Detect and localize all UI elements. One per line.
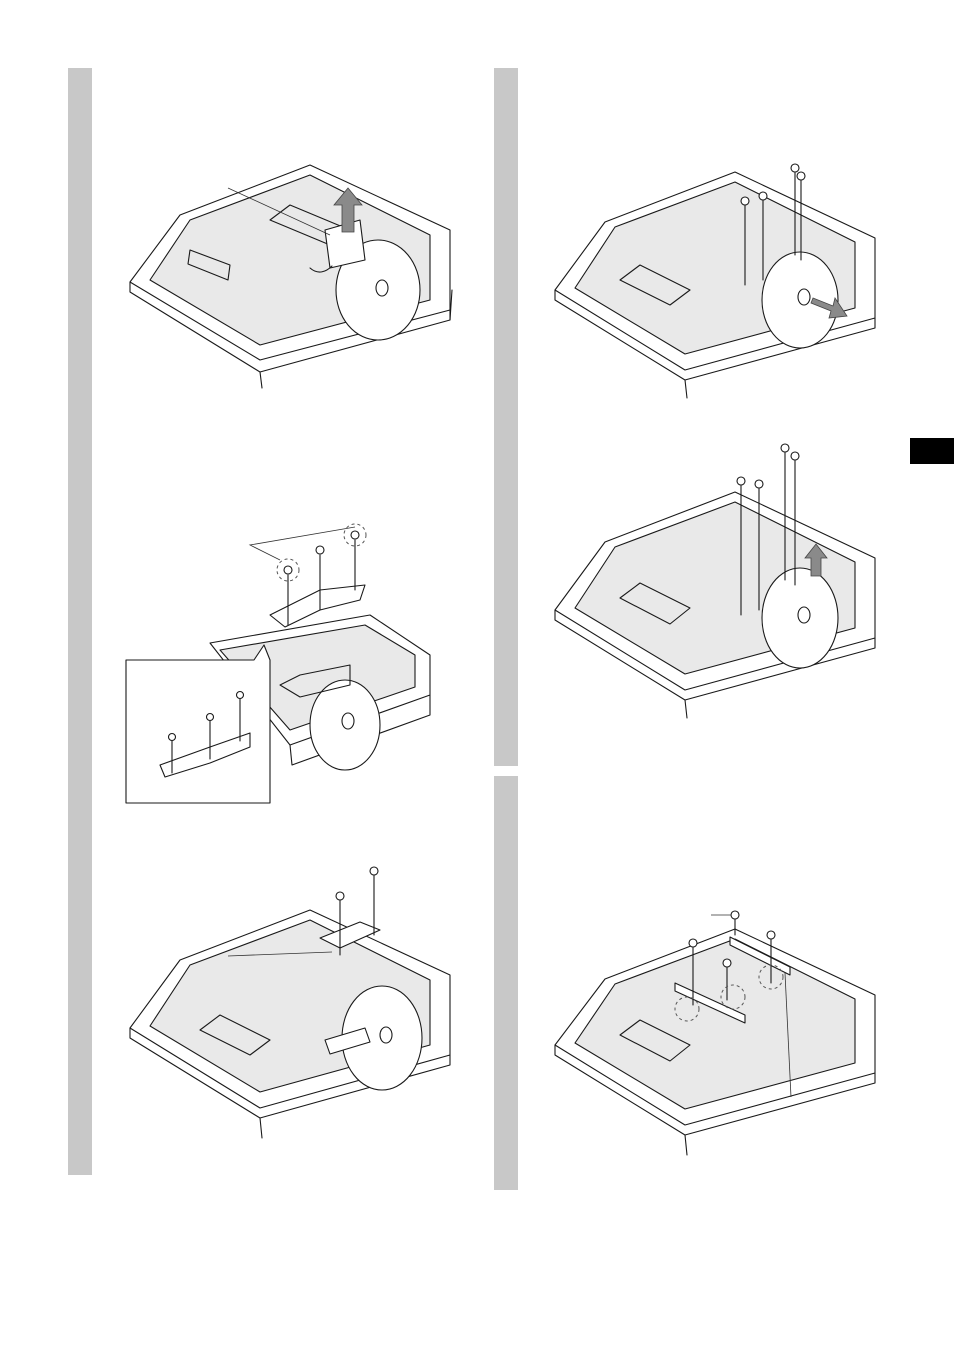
stand-disc <box>310 680 380 770</box>
section-tab-marker <box>910 438 954 464</box>
detail-inset <box>126 645 270 803</box>
tv-rear-bracket-screws-illustration <box>120 515 440 805</box>
tv-rear-lift-stand-illustration <box>545 440 905 720</box>
callout-line <box>250 527 355 560</box>
tv-rear-cable-cover-illustration <box>120 150 480 390</box>
tv-rear-bracket-attached-illustration <box>120 860 480 1140</box>
right-column-marker-bar-top <box>494 68 518 766</box>
stand-disc <box>762 252 838 348</box>
tv-body <box>555 929 875 1155</box>
left-column-marker-bar <box>68 68 92 1175</box>
stand-disc <box>762 568 838 668</box>
tv-rear-wall-mount-brackets-illustration <box>545 905 905 1165</box>
right-column-marker-bar-bottom <box>494 776 518 1190</box>
tv-rear-remove-screws-illustration <box>545 160 905 400</box>
